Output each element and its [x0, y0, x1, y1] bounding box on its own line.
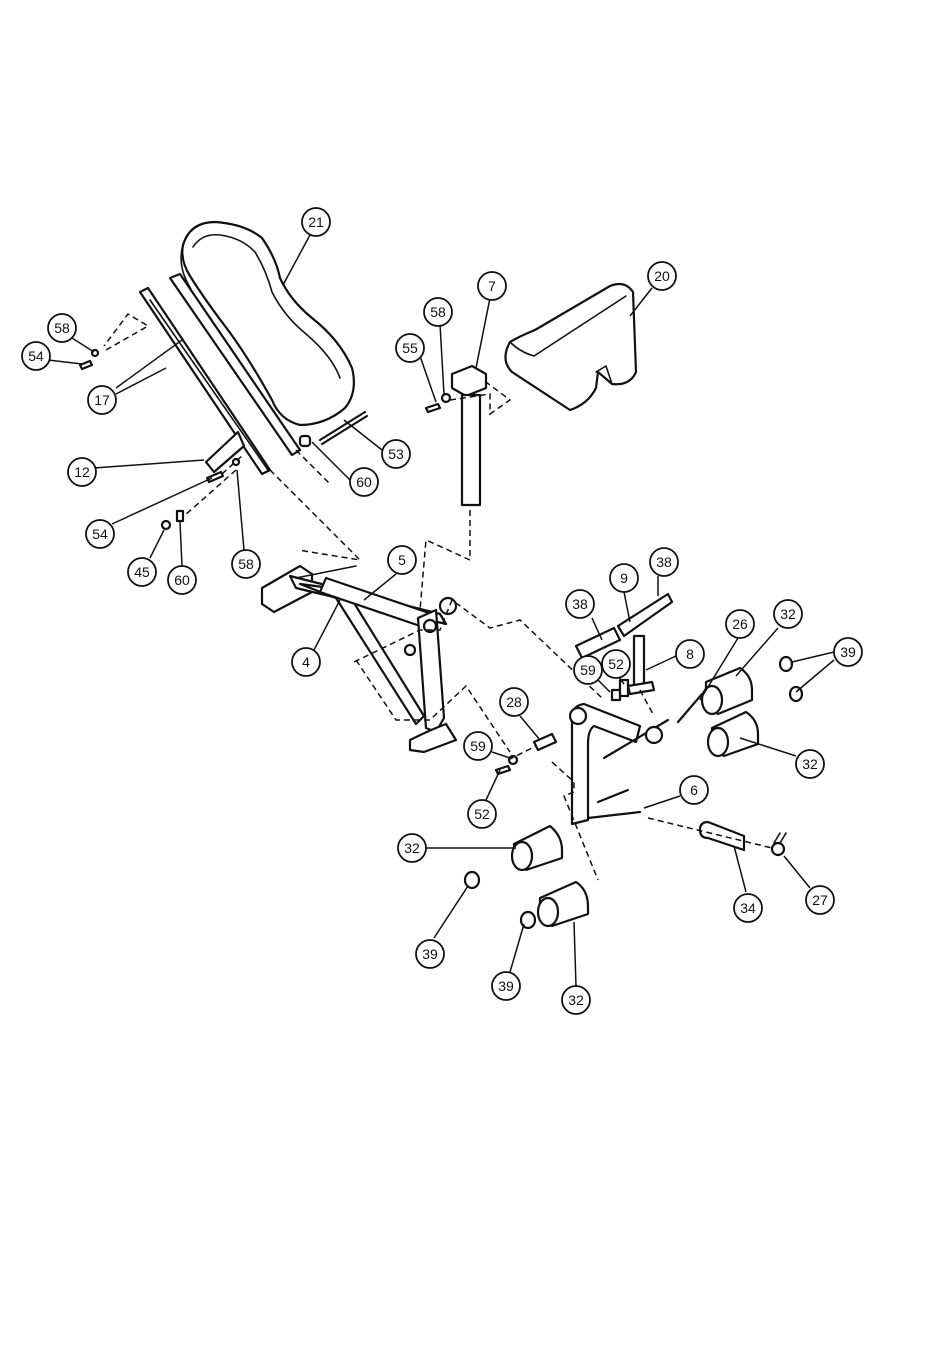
callout-38: 38 — [566, 590, 594, 618]
lower-frame — [570, 704, 668, 824]
svg-text:26: 26 — [732, 616, 748, 632]
callout-12: 12 — [68, 458, 96, 486]
callout-38: 38 — [650, 548, 678, 576]
callout-52: 52 — [468, 800, 496, 828]
svg-text:45: 45 — [134, 564, 150, 580]
callout-54: 54 — [86, 520, 114, 548]
svg-text:7: 7 — [488, 278, 496, 294]
callout-55: 55 — [396, 334, 424, 362]
svg-text:4: 4 — [302, 654, 310, 670]
callout-53: 53 — [382, 440, 410, 468]
svg-text:12: 12 — [74, 464, 90, 480]
svg-text:59: 59 — [580, 662, 596, 678]
svg-text:38: 38 — [656, 554, 672, 570]
svg-text:34: 34 — [740, 900, 756, 916]
callout-7: 7 — [478, 272, 506, 300]
svg-text:20: 20 — [654, 268, 670, 284]
callout-26: 26 — [726, 610, 754, 638]
callout-32: 32 — [562, 986, 590, 1014]
callout-17: 17 — [88, 386, 116, 414]
svg-text:54: 54 — [92, 526, 108, 542]
callout-5: 5 — [388, 546, 416, 574]
callout-32: 32 — [796, 750, 824, 778]
svg-text:17: 17 — [94, 392, 110, 408]
callout-8: 8 — [676, 640, 704, 668]
svg-text:58: 58 — [54, 320, 70, 336]
upright-hardware — [426, 394, 450, 412]
callout-27: 27 — [806, 886, 834, 914]
callout-39: 39 — [492, 972, 520, 1000]
callout-4: 4 — [292, 648, 320, 676]
callout-52: 52 — [602, 650, 630, 678]
callout-21: 21 — [302, 208, 330, 236]
svg-text:32: 32 — [780, 606, 796, 622]
svg-text:32: 32 — [568, 992, 584, 1008]
callout-34: 34 — [734, 894, 762, 922]
svg-text:58: 58 — [238, 556, 254, 572]
callout-54: 54 — [22, 342, 50, 370]
callout-58: 58 — [48, 314, 76, 342]
svg-text:27: 27 — [812, 892, 828, 908]
svg-text:9: 9 — [620, 570, 628, 586]
svg-text:39: 39 — [498, 978, 514, 994]
svg-text:60: 60 — [174, 572, 190, 588]
svg-text:52: 52 — [608, 656, 624, 672]
upright-post — [452, 366, 486, 505]
svg-text:38: 38 — [572, 596, 588, 612]
assembly-dashed-lines — [104, 314, 772, 880]
callout-60: 60 — [350, 468, 378, 496]
svg-text:32: 32 — [404, 840, 420, 856]
callout-45: 45 — [128, 558, 156, 586]
svg-text:21: 21 — [308, 214, 324, 230]
pivot-hardware — [496, 734, 556, 774]
callout-6: 6 — [680, 776, 708, 804]
svg-text:55: 55 — [402, 340, 418, 356]
callout-58: 58 — [424, 298, 452, 326]
leg-pad — [505, 284, 636, 410]
svg-text:32: 32 — [802, 756, 818, 772]
grip-and-clip — [700, 822, 786, 855]
svg-text:54: 54 — [28, 348, 44, 364]
callout-9: 9 — [610, 564, 638, 592]
svg-text:5: 5 — [398, 552, 406, 568]
callout-20: 20 — [648, 262, 676, 290]
svg-text:60: 60 — [356, 474, 372, 490]
callout-32: 32 — [398, 834, 426, 862]
callout-59: 59 — [574, 656, 602, 684]
callout-59: 59 — [464, 732, 492, 760]
svg-text:39: 39 — [840, 644, 856, 660]
callout-58: 58 — [232, 550, 260, 578]
callout-32: 32 — [774, 600, 802, 628]
svg-text:28: 28 — [506, 694, 522, 710]
svg-text:53: 53 — [388, 446, 404, 462]
svg-text:39: 39 — [422, 946, 438, 962]
callout-60: 60 — [168, 566, 196, 594]
callout-28: 28 — [500, 688, 528, 716]
foam-rollers — [512, 668, 758, 926]
svg-text:58: 58 — [430, 304, 446, 320]
callout-39: 39 — [416, 940, 444, 968]
svg-text:6: 6 — [690, 782, 698, 798]
svg-text:59: 59 — [470, 738, 486, 754]
callout-39: 39 — [834, 638, 862, 666]
svg-text:52: 52 — [474, 806, 490, 822]
svg-text:8: 8 — [686, 646, 694, 662]
